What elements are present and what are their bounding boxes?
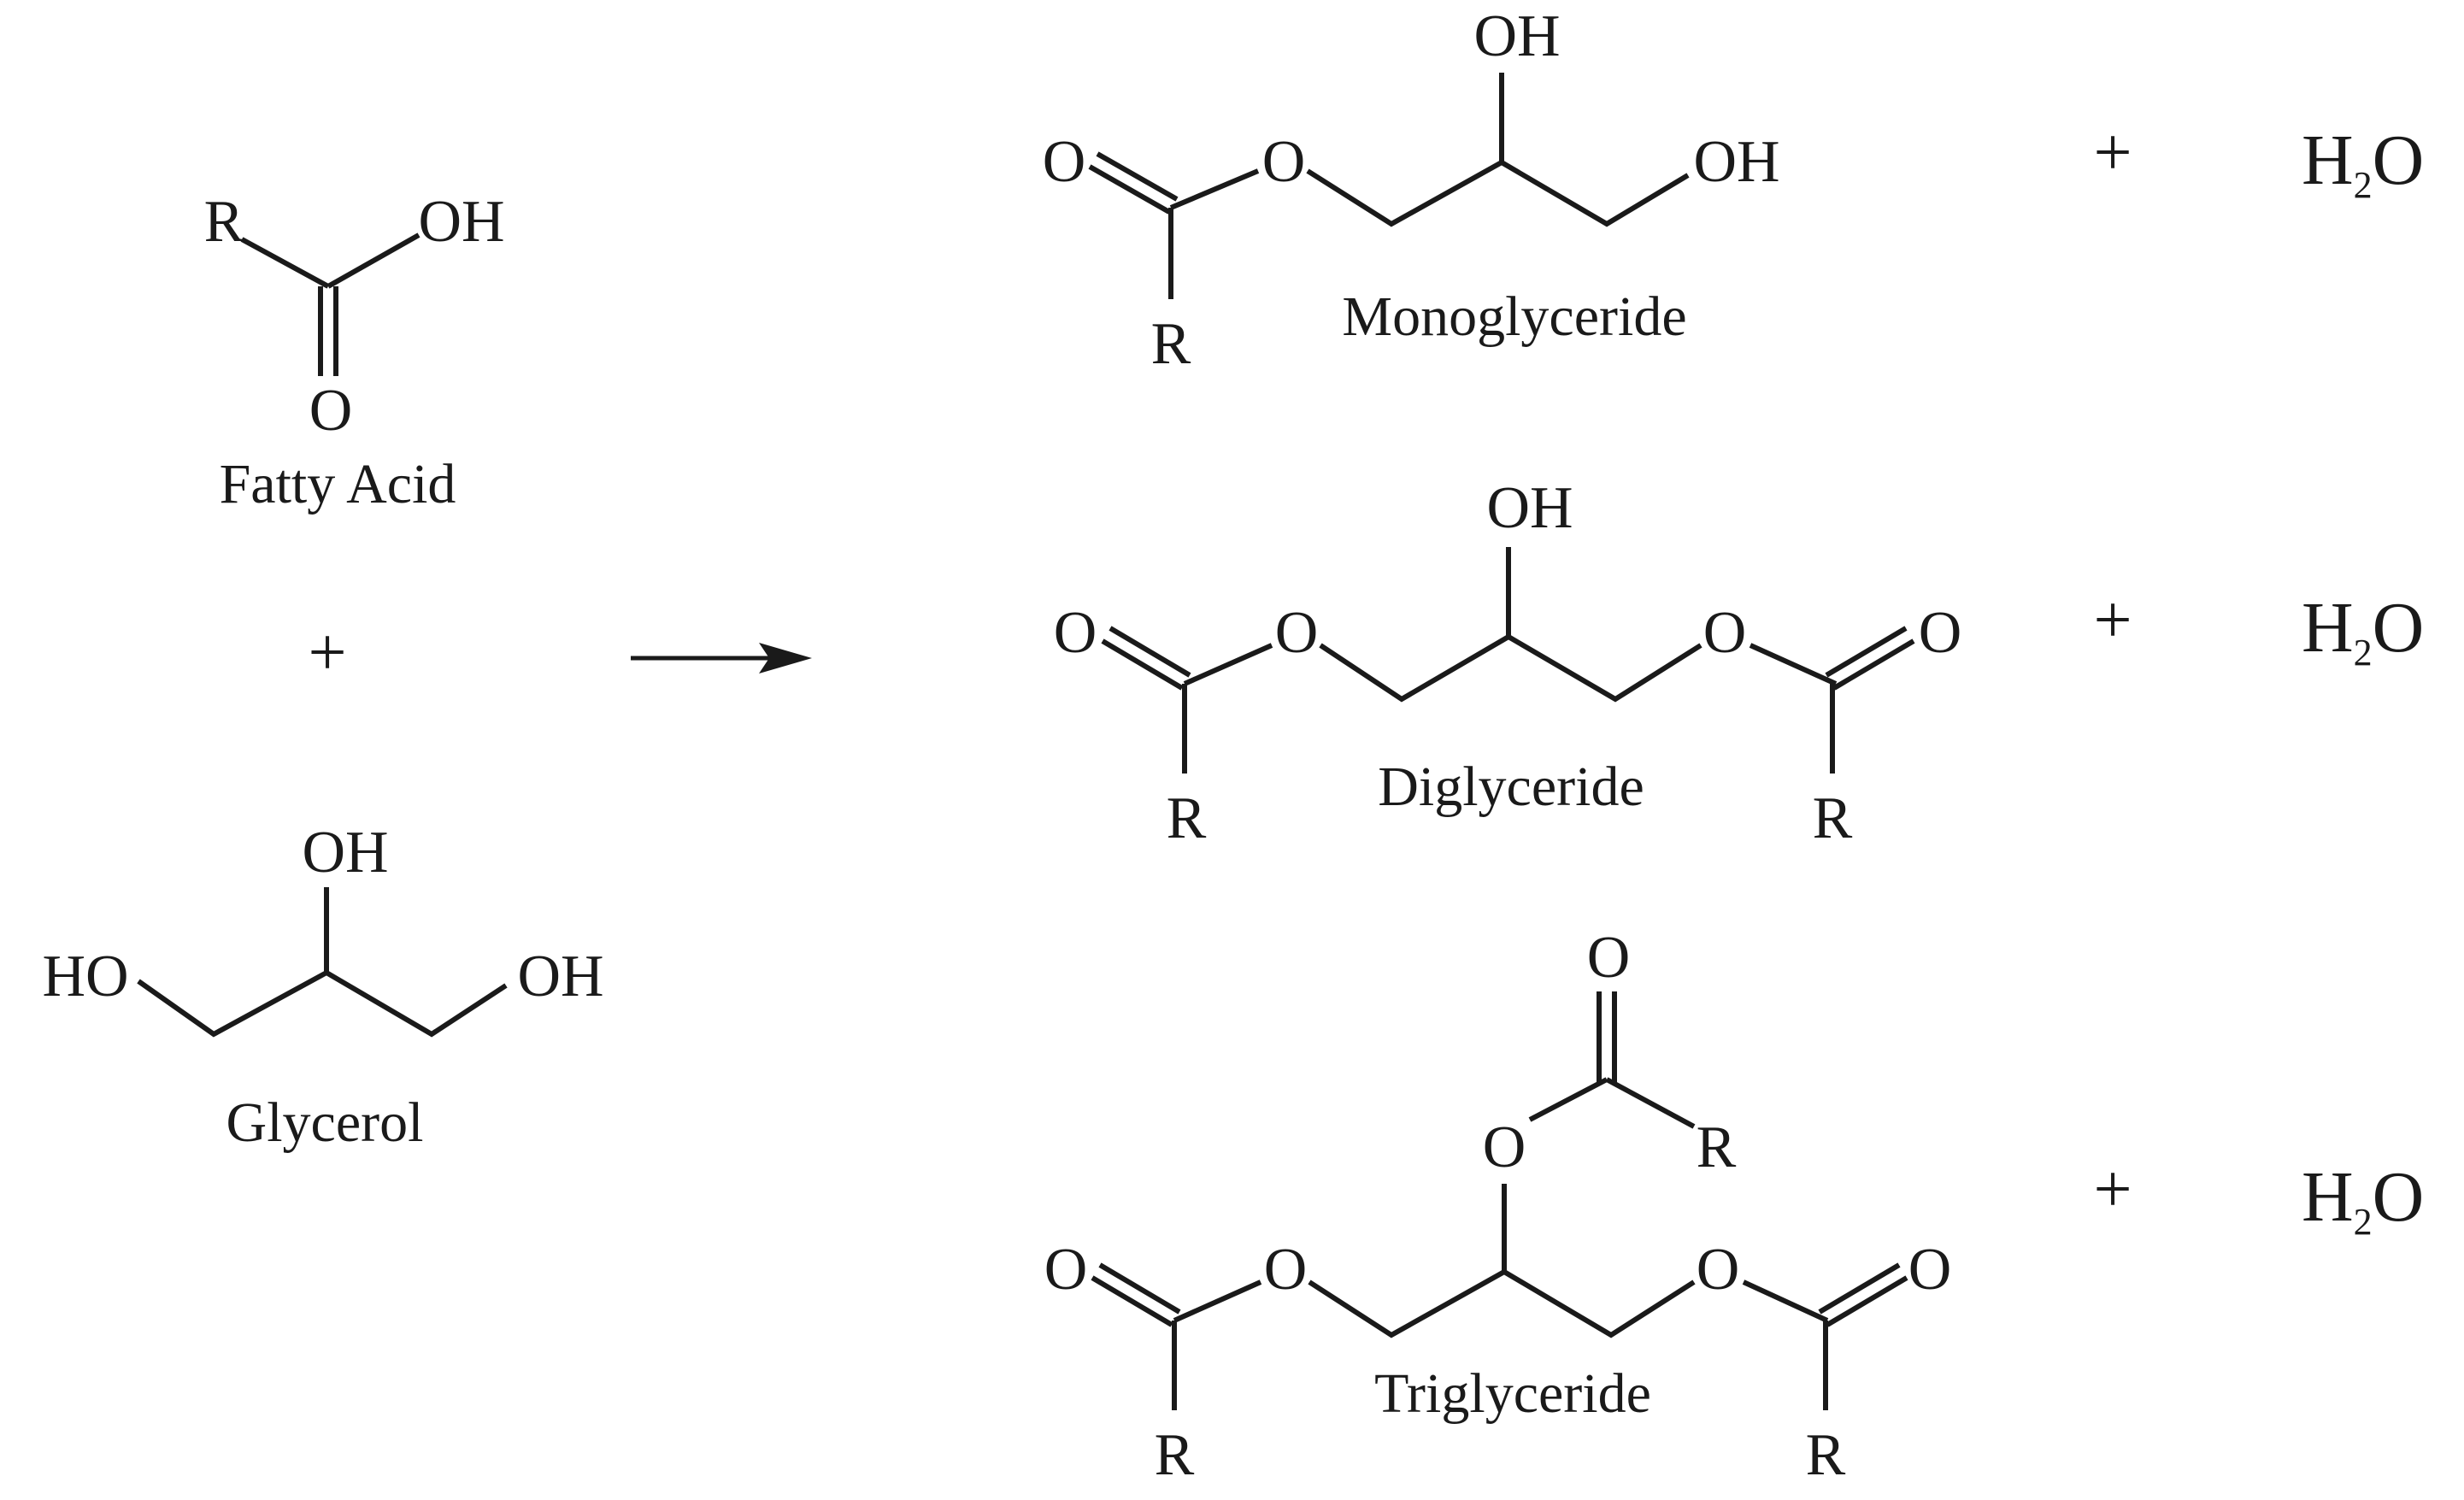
mono-bond-c-o-ester bbox=[1169, 168, 1260, 210]
tri-right-r-atom: R bbox=[1806, 1422, 1846, 1488]
tri-left-r-atom: R bbox=[1155, 1422, 1195, 1488]
tri-bond-left-c-o-double-b bbox=[1098, 1262, 1181, 1315]
di-backbone bbox=[1319, 633, 1702, 703]
fatty-acid-label: Fatty Acid bbox=[220, 453, 456, 515]
triglyceride-label: Triglyceride bbox=[1374, 1362, 1651, 1425]
di-bond-left-c-o-double-a bbox=[1101, 638, 1184, 691]
mono-bond-c-o-double-a bbox=[1088, 164, 1171, 215]
tri-left-ester-o-atom: O bbox=[1264, 1237, 1308, 1303]
diglyceride-structure: O O R OH O O R bbox=[1054, 475, 1962, 851]
water-o: O bbox=[2373, 1157, 2425, 1237]
glycerol-oh-top-atom: OH bbox=[302, 820, 388, 885]
glycerol-oh-right-atom: OH bbox=[517, 944, 603, 1009]
di-bond-right-c-o-double-b bbox=[1825, 626, 1908, 678]
di-bond-left-c-o-double-b bbox=[1109, 626, 1191, 678]
tri-bond-right-c-o-double-a bbox=[1826, 1275, 1908, 1327]
fatty-acid-bond-c-oh bbox=[326, 232, 420, 289]
water-subscript: 2 bbox=[2354, 1201, 2373, 1243]
monoglyceride-structure: O O R OH OH bbox=[1043, 3, 1780, 377]
tri-bond-right-o-c bbox=[1742, 1279, 1829, 1323]
triglyceride-plus-sign: + bbox=[2093, 1152, 2132, 1227]
mono-backbone bbox=[1306, 159, 1690, 227]
diglyceride-label: Diglyceride bbox=[1378, 756, 1644, 818]
fatty-acid-carbonyl-o-atom: O bbox=[309, 378, 353, 444]
water-h: H bbox=[2302, 588, 2354, 668]
fatty-acid-r-atom: R bbox=[204, 189, 244, 255]
glycerol-backbone bbox=[137, 969, 508, 1038]
mono-r-atom: R bbox=[1151, 311, 1191, 377]
mono-bond-c-o-double-b bbox=[1096, 151, 1179, 202]
mono-oh-right-atom: OH bbox=[1693, 129, 1779, 195]
triglyceride-structure: O O R O O R O O R bbox=[1044, 925, 1952, 1488]
di-left-r-atom: R bbox=[1167, 785, 1207, 851]
di-left-carbonyl-o-atom: O bbox=[1054, 600, 1097, 666]
tri-right-carbonyl-o-atom: O bbox=[1908, 1237, 1952, 1303]
tri-bond-left-c-o-ester bbox=[1173, 1279, 1262, 1323]
water-h: H bbox=[2302, 121, 2354, 200]
di-right-ester-o-atom: O bbox=[1703, 600, 1747, 666]
reactant-plus-sign: + bbox=[308, 615, 346, 691]
tri-top-carbonyl-o-atom: O bbox=[1587, 925, 1631, 991]
di-bond-right-c-o-double-a bbox=[1832, 638, 1915, 691]
di-bond-left-c-o-ester bbox=[1183, 643, 1273, 686]
tri-right-ester-o-atom: O bbox=[1697, 1237, 1740, 1303]
fatty-acid-structure: R OH O bbox=[204, 189, 505, 444]
di-right-r-atom: R bbox=[1813, 785, 1853, 851]
di-oh-top-atom: OH bbox=[1486, 475, 1573, 541]
tri-bond-left-c-o-double-a bbox=[1091, 1275, 1173, 1327]
glycerol-label: Glycerol bbox=[226, 1091, 424, 1154]
glycerol-ho-left-atom: HO bbox=[42, 944, 128, 1009]
water-subscript: 2 bbox=[2354, 632, 2373, 674]
triglyceride-water: H2O bbox=[2302, 1157, 2424, 1243]
tri-bond-top-o-c bbox=[1528, 1077, 1608, 1122]
diglyceride-water: H2O bbox=[2302, 588, 2424, 674]
di-left-ester-o-atom: O bbox=[1275, 600, 1319, 666]
glycerol-structure: OH HO OH bbox=[42, 820, 604, 1038]
tri-top-ester-o-atom: O bbox=[1483, 1115, 1526, 1180]
mono-carbonyl-o-atom: O bbox=[1043, 129, 1086, 195]
tri-bond-top-c-r bbox=[1605, 1077, 1696, 1129]
tri-top-r-atom: R bbox=[1697, 1115, 1737, 1180]
monoglyceride-plus-sign: + bbox=[2093, 115, 2132, 191]
reaction-arrow-head bbox=[759, 643, 812, 674]
mono-oh-top-atom: OH bbox=[1473, 3, 1560, 69]
water-o: O bbox=[2373, 121, 2425, 200]
reaction-arrow bbox=[631, 643, 812, 674]
di-bond-right-o-c bbox=[1749, 643, 1838, 686]
tri-backbone bbox=[1308, 1268, 1696, 1338]
mono-ester-o-atom: O bbox=[1262, 129, 1306, 195]
fatty-acid-hydroxyl-atom: OH bbox=[418, 189, 504, 255]
di-right-carbonyl-o-atom: O bbox=[1919, 600, 1962, 666]
tri-left-carbonyl-o-atom: O bbox=[1044, 1237, 1088, 1303]
tri-bond-right-c-o-double-b bbox=[1818, 1262, 1901, 1315]
diglyceride-plus-sign: + bbox=[2093, 583, 2132, 658]
water-h: H bbox=[2302, 1157, 2354, 1237]
fatty-acid-bond-r-c bbox=[240, 237, 330, 289]
monoglyceride-water: H2O bbox=[2302, 121, 2424, 206]
monoglyceride-label: Monoglyceride bbox=[1342, 285, 1686, 348]
water-o: O bbox=[2373, 588, 2425, 668]
water-subscript: 2 bbox=[2354, 164, 2373, 206]
